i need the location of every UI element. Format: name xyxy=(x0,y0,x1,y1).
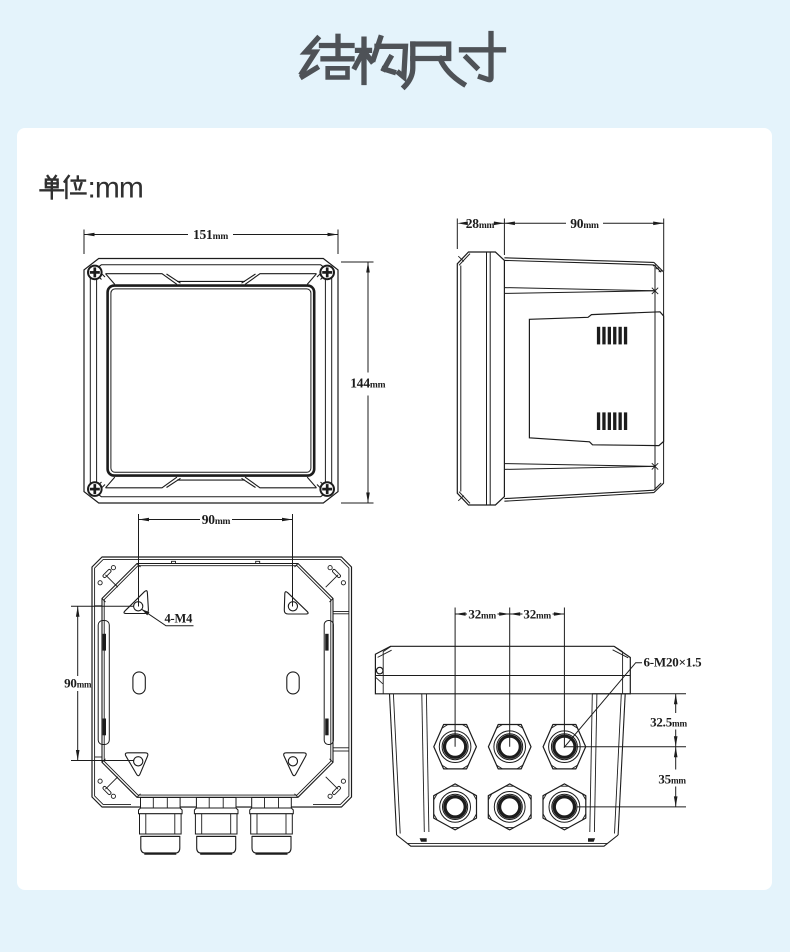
svg-text:90mm: 90mm xyxy=(64,676,92,691)
svg-text:35mm: 35mm xyxy=(658,771,686,786)
svg-text:6-M20×1.5: 6-M20×1.5 xyxy=(644,655,703,670)
svg-text:32mm: 32mm xyxy=(523,606,551,621)
svg-text::mm: :mm xyxy=(88,171,143,204)
svg-text:32.5mm: 32.5mm xyxy=(650,715,687,730)
svg-text:32mm: 32mm xyxy=(468,606,496,621)
svg-text:4-M4: 4-M4 xyxy=(165,612,194,626)
